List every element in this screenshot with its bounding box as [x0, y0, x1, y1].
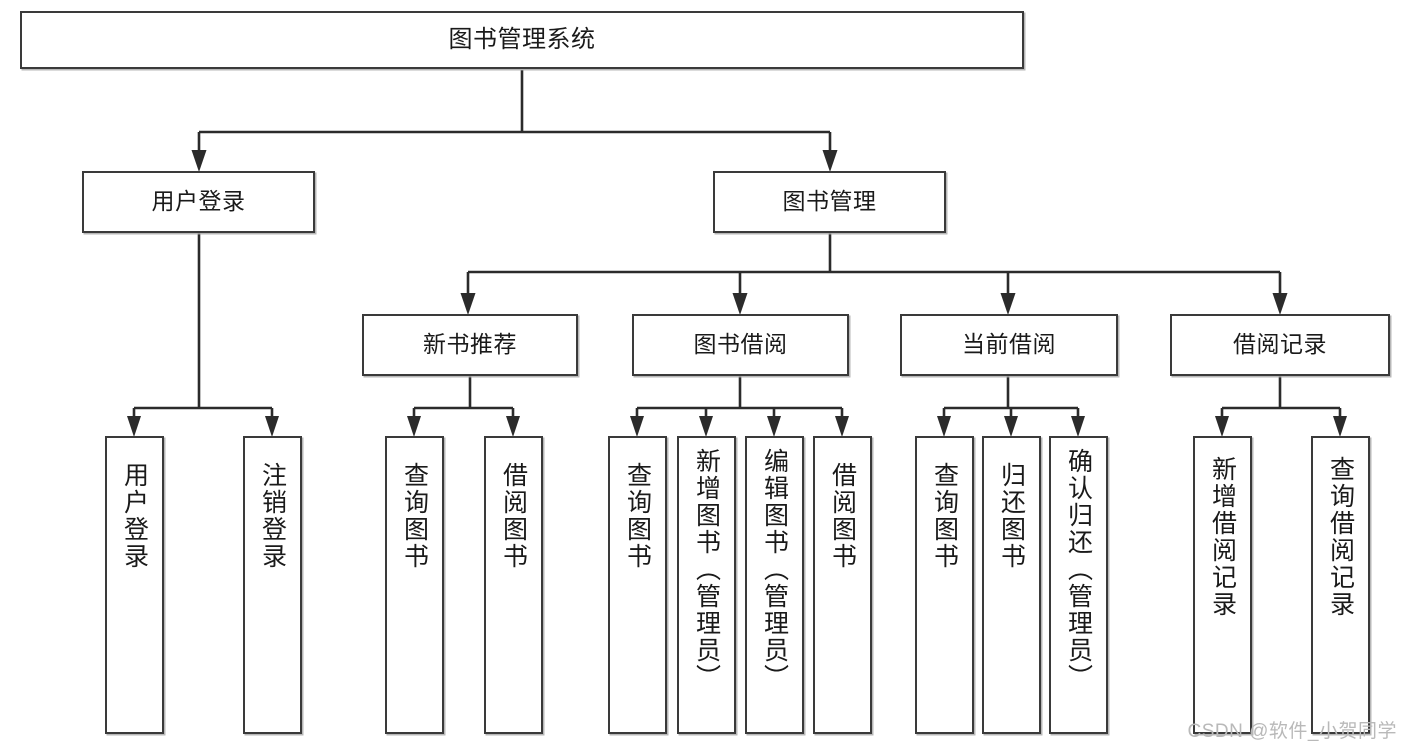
arrowhead-book-management — [822, 150, 838, 172]
node-label: 当前借阅 — [962, 331, 1056, 358]
arrowhead-leaf-query-book-1 — [407, 416, 421, 437]
node-leaf-edit-book[interactable]: 编辑图书（管理员） — [745, 436, 804, 734]
node-root-book-management-system[interactable]: 图书管理系统 — [20, 11, 1024, 69]
node-label: 借阅图书 — [499, 462, 528, 570]
node-label: 借阅记录 — [1233, 331, 1327, 358]
node-book-borrow[interactable]: 图书借阅 — [632, 314, 849, 376]
node-label: 图书管理 — [782, 188, 877, 215]
node-label: 图书借阅 — [693, 331, 788, 358]
arrowhead-current-borrow — [1000, 293, 1016, 315]
arrowhead-leaf-borrow-book-2 — [835, 416, 849, 437]
node-label: 注销登录 — [258, 462, 287, 570]
node-leaf-query-book-3[interactable]: 查询图书 — [915, 436, 974, 734]
node-label: 图书管理系统 — [448, 25, 596, 53]
arrowhead-leaf-logout — [265, 416, 279, 437]
node-label: 确认归还（管理员） — [1064, 448, 1093, 691]
csdn-watermark: CSDN @软件_小贺同学 — [1187, 721, 1397, 742]
arrowhead-leaf-user-login — [127, 416, 141, 437]
arrowhead-leaf-confirm-return — [1071, 416, 1085, 437]
node-label: 新增借阅记录 — [1208, 456, 1237, 618]
node-current-borrow[interactable]: 当前借阅 — [900, 314, 1118, 376]
node-borrow-record[interactable]: 借阅记录 — [1170, 314, 1390, 376]
arrowhead-leaf-add-borrow-record — [1215, 416, 1229, 437]
node-leaf-add-book[interactable]: 新增图书（管理员） — [677, 436, 736, 734]
node-leaf-borrow-book-2[interactable]: 借阅图书 — [813, 436, 872, 734]
node-label: 查询图书 — [930, 462, 959, 570]
arrowhead-borrow-record — [1272, 293, 1288, 315]
node-leaf-user-login[interactable]: 用户登录 — [105, 436, 164, 734]
arrowhead-leaf-query-book-3 — [937, 416, 951, 437]
node-label: 查询借阅记录 — [1326, 456, 1355, 618]
node-label: 编辑图书（管理员） — [760, 448, 789, 691]
arrowhead-leaf-query-borrow-record — [1333, 416, 1347, 437]
node-label: 查询图书 — [400, 462, 429, 570]
node-leaf-return-book[interactable]: 归还图书 — [982, 436, 1041, 734]
node-label: 归还图书 — [997, 462, 1026, 570]
node-label: 用户登录 — [151, 188, 246, 215]
node-leaf-query-book-1[interactable]: 查询图书 — [385, 436, 444, 734]
node-user-login[interactable]: 用户登录 — [82, 171, 315, 233]
arrowhead-book-borrow — [732, 293, 748, 315]
node-leaf-query-borrow-record[interactable]: 查询借阅记录 — [1311, 436, 1370, 734]
node-leaf-query-book-2[interactable]: 查询图书 — [608, 436, 667, 734]
arrowhead-leaf-edit-book — [767, 416, 781, 437]
node-label: 查询图书 — [623, 462, 652, 570]
node-label: 用户登录 — [120, 462, 149, 570]
arrowhead-leaf-borrow-book-1 — [506, 416, 520, 437]
arrowhead-leaf-query-book-2 — [630, 416, 644, 437]
node-leaf-borrow-book-1[interactable]: 借阅图书 — [484, 436, 543, 734]
arrowhead-leaf-return-book — [1004, 416, 1018, 437]
node-label: 新增图书（管理员） — [692, 448, 721, 691]
node-leaf-add-borrow-record[interactable]: 新增借阅记录 — [1193, 436, 1252, 734]
node-leaf-logout[interactable]: 注销登录 — [243, 436, 302, 734]
node-new-book-recommend[interactable]: 新书推荐 — [362, 314, 578, 376]
arrowhead-user-login — [191, 150, 207, 172]
node-label: 新书推荐 — [423, 331, 517, 358]
node-book-management[interactable]: 图书管理 — [713, 171, 946, 233]
arrowhead-leaf-add-book — [699, 416, 713, 437]
arrowhead-new-book — [460, 293, 476, 315]
node-leaf-confirm-return[interactable]: 确认归还（管理员） — [1049, 436, 1108, 734]
node-label: 借阅图书 — [828, 462, 857, 570]
